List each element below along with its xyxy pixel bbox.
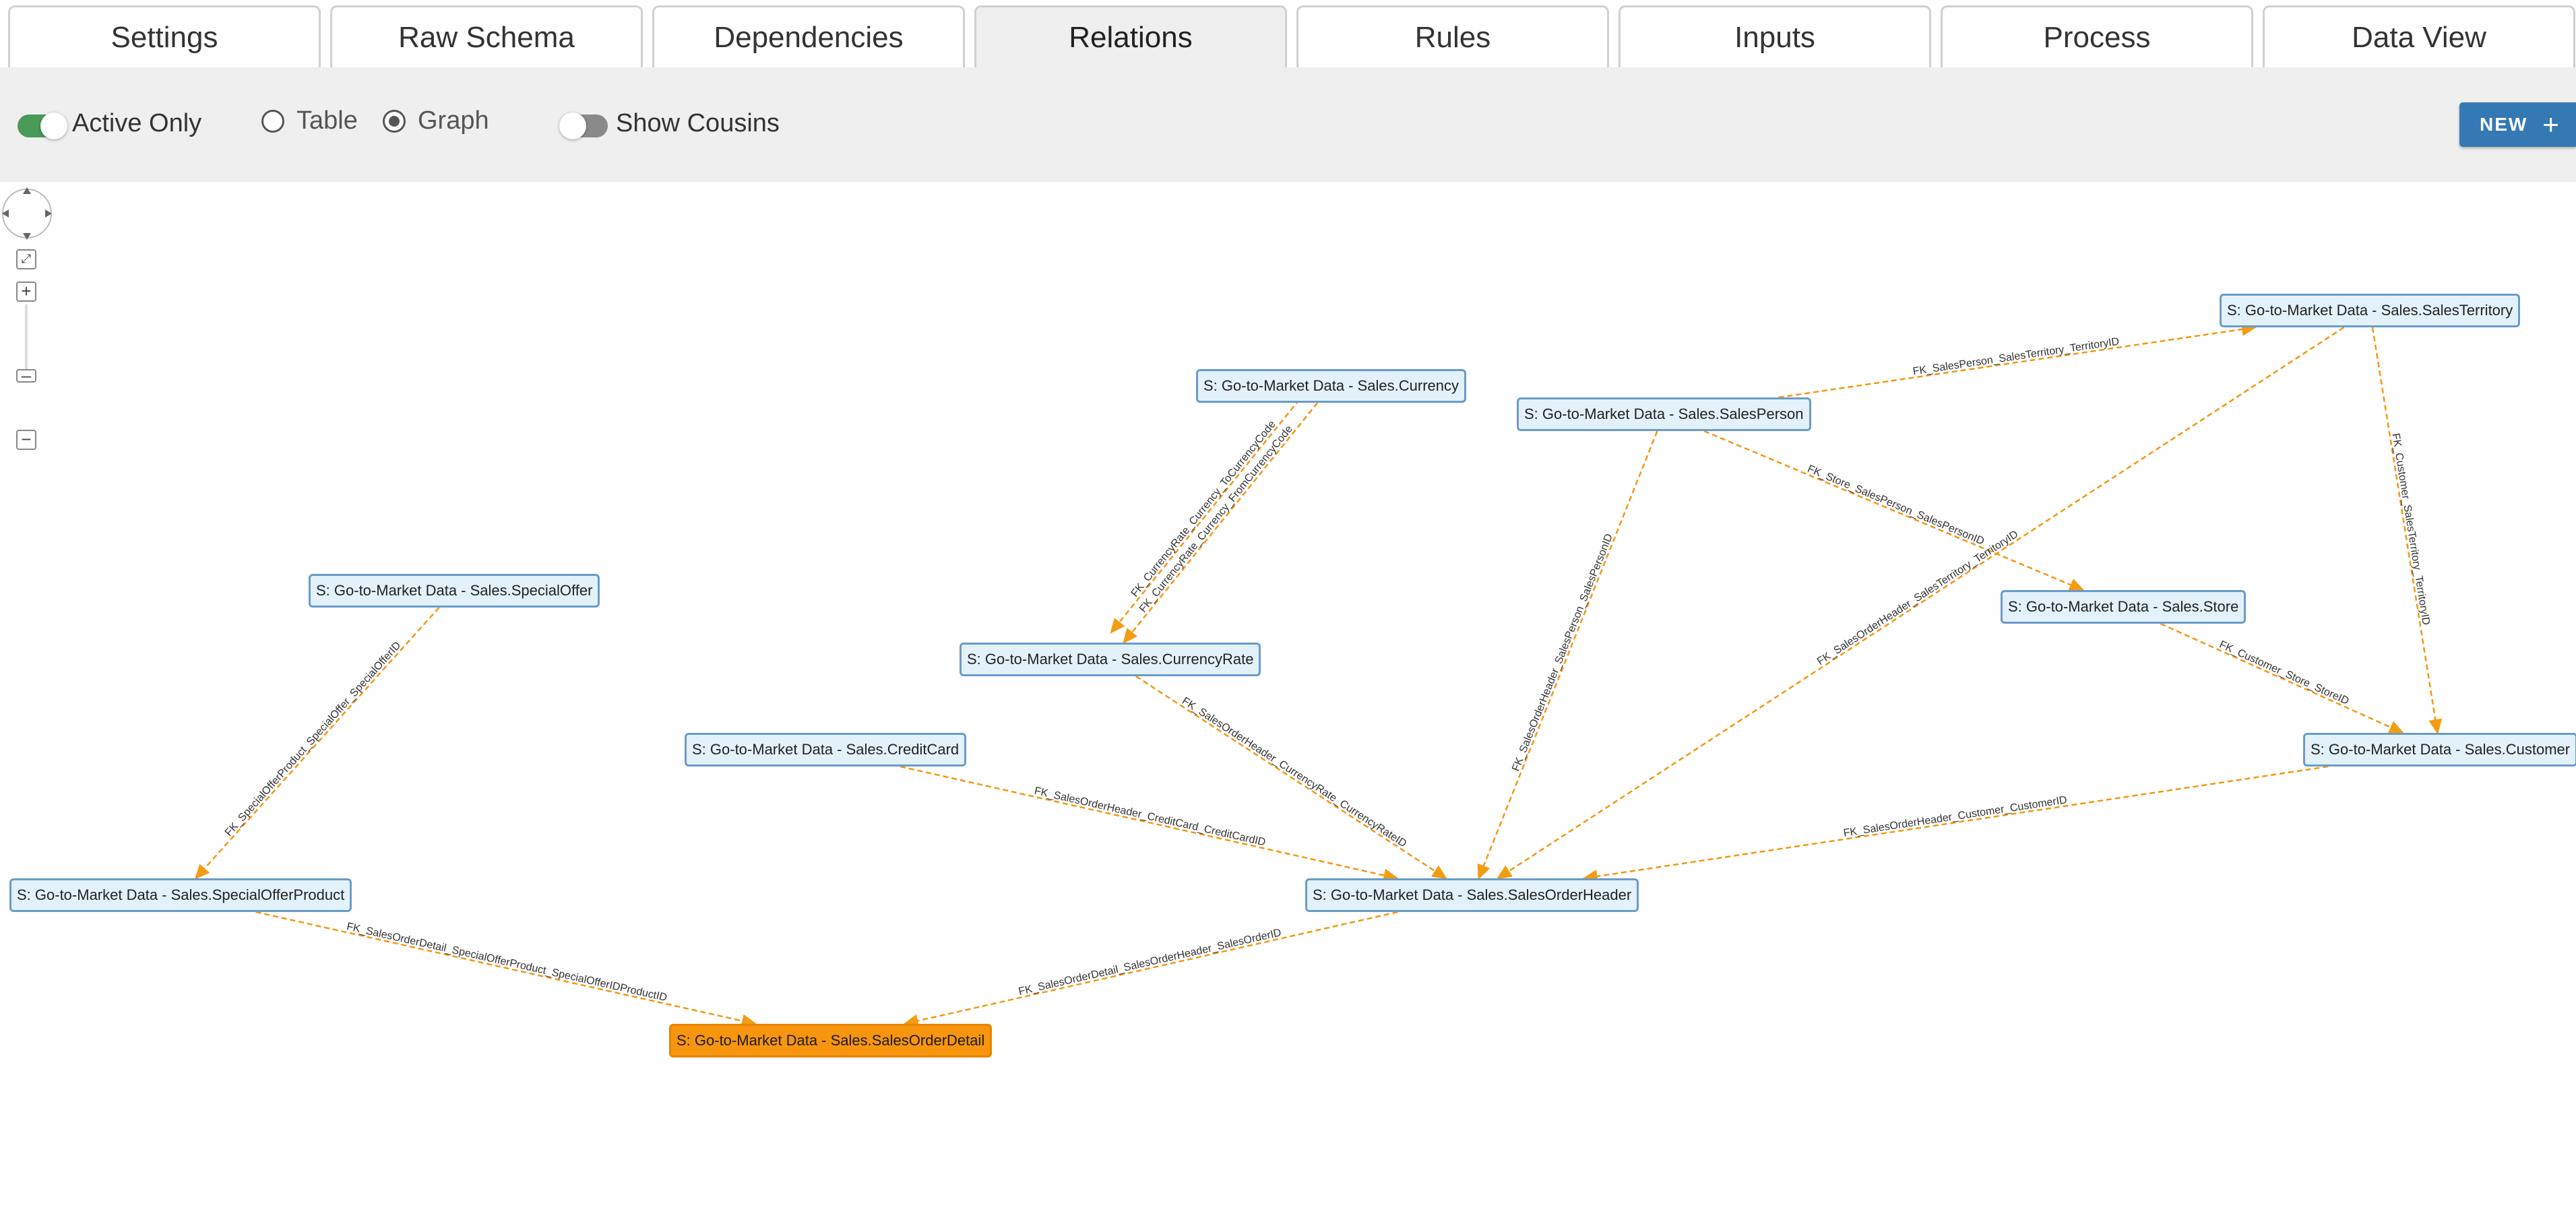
node-sales-order-header[interactable]: S: Go-to-Market Data - Sales.SalesOrderH… [1305,878,1639,912]
relation-edge[interactable] [255,911,757,1028]
tab-settings[interactable]: Settings [8,5,321,67]
node-store[interactable]: S: Go-to-Market Data - Sales.Store [2001,590,2247,624]
relations-graph[interactable]: ⤢ + – − FK_SalesPerson_SalesTerritory_Te… [0,182,2576,1205]
relation-edge-label: FK_Store_SalesPerson_SalesPersonID [1806,463,1986,548]
relation-edge-label: FK_CurrencyRate_Currency_FromCurrencyCod… [1137,424,1295,615]
zoom-out-icon[interactable]: − [16,430,36,450]
node-credit-card[interactable]: S: Go-to-Market Data - Sales.CreditCard [685,733,967,767]
relation-edge[interactable] [1582,765,2329,883]
relation-edge[interactable] [1135,675,1448,880]
node-special-offer-product[interactable]: S: Go-to-Market Data - Sales.SpecialOffe… [9,878,352,912]
active-only-label: Active Only [72,109,202,137]
view-table-radio[interactable] [261,110,284,133]
active-only-toggle[interactable] [18,112,67,139]
relation-edge[interactable] [1496,326,2345,880]
node-sales-order-detail[interactable]: S: Go-to-Market Data - Sales.SalesOrderD… [669,1024,993,1057]
node-currency[interactable]: S: Go-to-Market Data - Sales.Currency [1196,369,1467,403]
tab-process[interactable]: Process [1941,5,2253,67]
tab-raw-schema[interactable]: Raw Schema [330,5,643,67]
tab-dependencies[interactable]: Dependencies [652,5,965,67]
relation-edge-label: FK_SalesOrderHeader_SalesTerritory_Terri… [1815,529,2020,667]
show-cousins-toggle[interactable] [559,112,608,139]
zoom-in-icon[interactable]: + [16,282,36,302]
relation-edge-label: FK_Customer_Store_StoreID [2218,639,2351,707]
relation-edge-label: FK_CurrencyRate_Currency_ToCurrencyCode [1129,418,1278,599]
view-table-label: Table [296,106,358,135]
relation-edge-label: FK_SalesOrderHeader_CreditCard_CreditCar… [1033,785,1266,849]
relation-edge-label: FK_SalesOrderHeader_Customer_CustomerID [1843,794,2068,839]
relation-edge[interactable] [1110,392,1306,634]
view-graph-radio[interactable] [383,110,406,133]
node-sales-person[interactable]: S: Go-to-Market Data - Sales.SalesPerson [1517,397,1811,431]
tab-inputs[interactable]: Inputs [1619,5,1931,67]
relation-edge[interactable] [1778,323,2257,399]
fit-icon[interactable]: ⤢ [16,249,36,269]
relation-edge[interactable] [903,911,1398,1028]
new-button-label: NEW [2480,114,2528,135]
relation-edge[interactable] [2371,327,2443,735]
show-cousins-label: Show Cousins [616,109,780,137]
relation-edge[interactable] [900,765,1399,882]
relation-edge[interactable] [1477,430,1658,880]
zoom-slider-track[interactable] [25,304,28,379]
relation-edge-label: FK_SalesOrderDetail_SpecialOfferProduct_… [346,921,668,1004]
tab-bar: Settings Raw Schema Dependencies Relatio… [0,0,2576,69]
node-special-offer[interactable]: S: Go-to-Market Data - Sales.SpecialOffe… [309,574,600,608]
relation-edge-label: FK_Customer_SalesTerritory_TerritoryID [2389,432,2431,626]
relation-edges: FK_SalesPerson_SalesTerritory_TerritoryI… [194,323,2443,1028]
node-customer[interactable]: S: Go-to-Market Data - Sales.Customer [2303,733,2576,767]
node-currency-rate[interactable]: S: Go-to-Market Data - Sales.CurrencyRat… [960,643,1261,676]
tab-data-view[interactable]: Data View [2263,5,2575,67]
tab-rules[interactable]: Rules [1296,5,1609,67]
new-button[interactable]: NEW + [2459,102,2576,147]
zoom-slider-handle[interactable]: – [16,366,36,384]
node-sales-territory[interactable]: S: Go-to-Market Data - Sales.SalesTerrit… [2220,294,2521,327]
relations-toolbar: Active Only Table Graph Show Cousins [0,67,2576,182]
relation-edge[interactable] [2160,622,2405,734]
tab-relations[interactable]: Relations [974,5,1287,67]
pan-arrows-icon[interactable] [0,182,57,249]
relation-edge-label: FK_SalesOrderDetail_SalesOrderHeader_Sal… [1017,927,1282,998]
relation-edge-label: FK_SpecialOfferProduct_SpecialOffer_Spec… [223,640,404,839]
relation-edge[interactable] [1123,402,1319,644]
plus-icon: + [2542,108,2561,140]
relation-edge-label: FK_SalesPerson_SalesTerritory_TerritoryI… [1912,336,2121,378]
view-graph-label: Graph [418,106,489,135]
relation-edge-label: FK_SalesOrderHeader_SalesPerson_SalesPer… [1510,532,1615,773]
relation-edge[interactable] [1703,430,2085,591]
